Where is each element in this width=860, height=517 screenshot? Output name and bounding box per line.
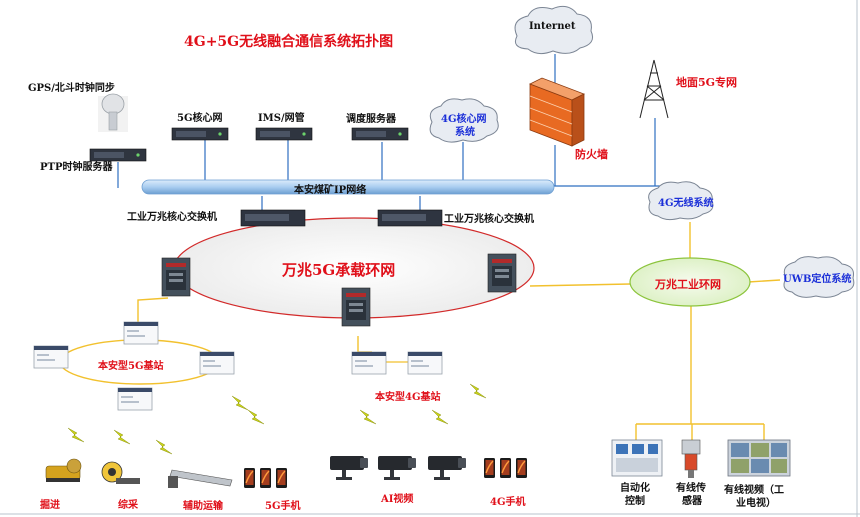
switch-right-label: 工业万兆核心交换机	[444, 214, 534, 225]
phone-icon	[243, 467, 256, 489]
core4g-label-2: 系统	[455, 127, 475, 138]
ip-network-bus	[141, 179, 555, 195]
phone-icon	[515, 457, 528, 479]
gps-antenna-icon	[98, 93, 128, 132]
internet-label: Internet	[529, 21, 576, 32]
switch-icon	[377, 209, 443, 227]
camera-icon	[330, 456, 368, 480]
dev-tunnel-label: 掘进	[40, 500, 60, 511]
dev-auto-label-2: 控制	[625, 496, 645, 507]
ims-label: IMS/网管	[258, 113, 305, 124]
dev-sensor-label-1: 有线传	[676, 483, 706, 494]
industrial-ring	[629, 257, 751, 307]
dev-5gphone-label: 5G手机	[265, 501, 301, 512]
camera-icon	[378, 456, 416, 480]
tower-icon	[639, 59, 669, 119]
firewall-icon	[529, 77, 585, 147]
dev-sensor-label-2: 感器	[682, 496, 702, 507]
phone-icon	[483, 457, 496, 479]
firewall-label: 防火墙	[575, 148, 608, 161]
ground-5g-label: 地面5G专网	[676, 76, 738, 89]
dev-4gphone-label: 4G手机	[490, 497, 526, 508]
server-icon	[351, 127, 409, 141]
dev-ai-label: AI视频	[381, 494, 414, 505]
server-icon	[255, 127, 313, 141]
cloud-icon	[648, 181, 714, 221]
dev-auto-label-1: 自动化	[620, 483, 650, 494]
wireless4g-label: 4G无线系统	[658, 198, 714, 209]
bus-label: 本安煤矿IP网络	[294, 185, 367, 196]
phone-icon	[275, 467, 288, 489]
video-wall-icon	[727, 439, 791, 477]
camera-icon	[428, 456, 466, 480]
phone-icon	[499, 457, 512, 479]
core4g-label-1: 4G核心网	[441, 114, 487, 125]
core5g-label: 5G核心网	[177, 113, 223, 124]
dispatch-label: 调度服务器	[346, 114, 396, 125]
sensor-icon	[681, 439, 701, 478]
control-panel-icon	[611, 439, 663, 477]
ring-industrial-label: 万兆工业环网	[655, 278, 721, 291]
dev-video-label-2: 业电视）	[736, 498, 776, 509]
cloud-icon	[783, 256, 855, 298]
gps-label: GPS/北斗时钟同步	[28, 83, 115, 94]
dev-aux-label: 辅助运输	[183, 501, 223, 512]
ring-main-label: 万兆5G承载环网	[282, 261, 396, 279]
uwb-label: UWB定位系统	[783, 274, 852, 285]
phone-icon	[259, 467, 272, 489]
machine-icon	[45, 458, 82, 482]
ptp-label: PTP时钟服务器	[40, 162, 113, 173]
machine-icon	[168, 469, 233, 488]
bs4g-label: 本安型4G基站	[375, 392, 441, 403]
switch-left-label: 工业万兆核心交换机	[127, 212, 217, 223]
cloud-icon	[429, 98, 499, 143]
cloud-icon	[514, 5, 594, 55]
bs5g-label: 本安型5G基站	[98, 361, 164, 372]
dev-mining-label: 综采	[118, 500, 138, 511]
dev-video-label-1: 有线视频（工	[724, 485, 784, 496]
page-title: 4G+5G无线融合通信系统拓扑图	[184, 34, 394, 50]
machine-icon	[101, 461, 140, 484]
server-icon	[171, 127, 229, 141]
switch-icon	[240, 209, 306, 227]
